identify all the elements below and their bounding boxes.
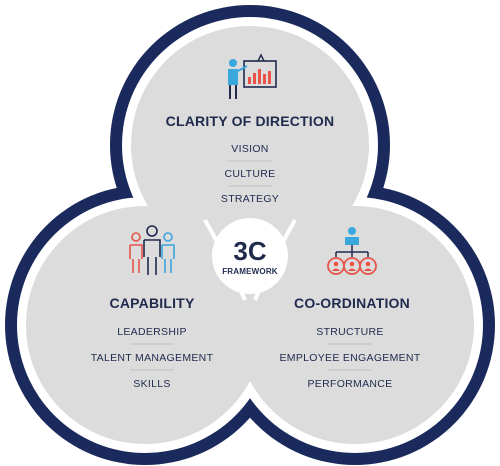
capability-title: CAPABILITY — [110, 295, 195, 311]
org-chart-icon — [327, 227, 377, 275]
fill-top — [131, 26, 369, 264]
capability-item: TALENT MANAGEMENT — [91, 352, 214, 364]
section-capability: CAPABILITY LEADERSHIP TALENT MANAGEMENT … — [91, 225, 214, 390]
team-people-icon — [129, 225, 175, 275]
coordination-item: PERFORMANCE — [308, 378, 393, 390]
clarity-item: CULTURE — [225, 168, 276, 180]
section-coordination: CO-ORDINATION STRUCTURE EMPLOYEE ENGAGEM… — [279, 227, 421, 390]
fill-left — [26, 206, 264, 444]
center-badge: 3C FRAMEWORK — [212, 218, 288, 294]
coordination-item: STRUCTURE — [316, 326, 383, 338]
clarity-item: STRATEGY — [221, 193, 279, 205]
presentation-chart-icon — [228, 53, 277, 99]
center-subtitle: FRAMEWORK — [222, 267, 278, 276]
clarity-title: CLARITY OF DIRECTION — [166, 113, 335, 129]
section-clarity: CLARITY OF DIRECTION VISION CULTURE STRA… — [166, 53, 335, 205]
fill-right — [236, 206, 474, 444]
coordination-title: CO-ORDINATION — [294, 295, 410, 311]
center-title: 3C — [233, 236, 266, 266]
capability-item: LEADERSHIP — [117, 326, 187, 338]
capability-item: SKILLS — [133, 378, 170, 390]
coordination-item: EMPLOYEE ENGAGEMENT — [279, 352, 420, 364]
clarity-item: VISION — [231, 143, 268, 155]
grey-fills — [26, 26, 474, 444]
center-circle — [212, 218, 288, 294]
